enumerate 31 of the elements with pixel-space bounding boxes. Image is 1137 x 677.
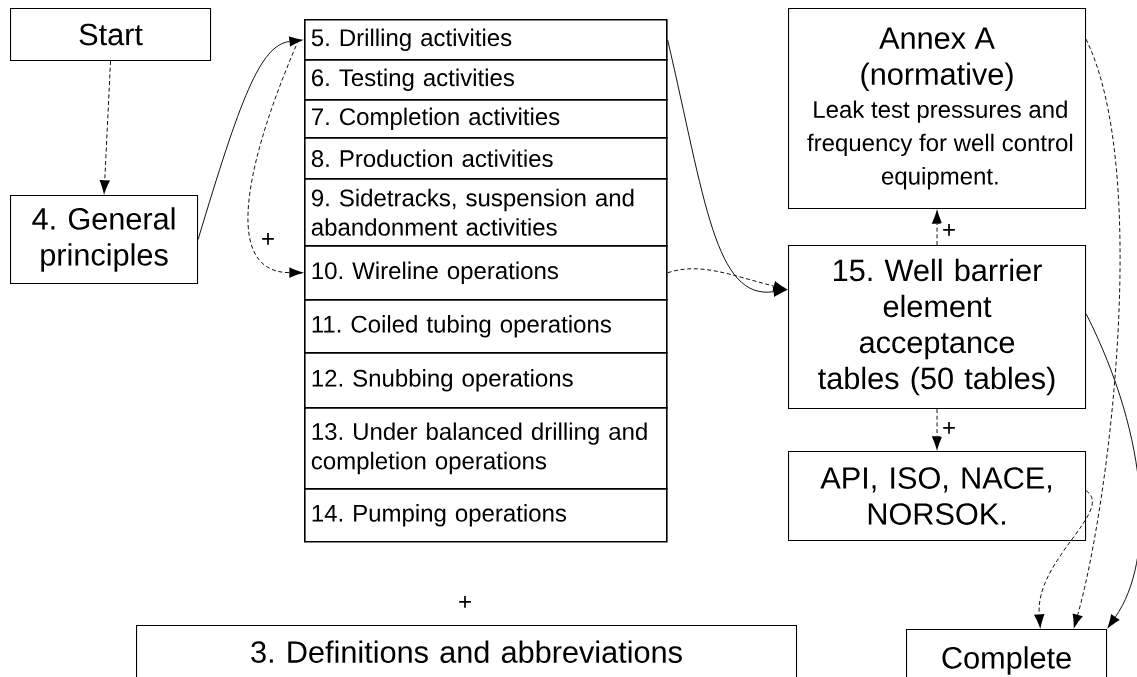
arrow <box>931 408 943 451</box>
table-row: 11. Coiled tubing operations <box>304 299 668 354</box>
plus-sign: + <box>459 596 471 608</box>
arrow <box>667 268 788 292</box>
arrow <box>99 60 111 195</box>
arrow <box>931 209 943 246</box>
table-row: 8. Production activities <box>304 137 668 180</box>
terminal-box: Start <box>10 8 212 62</box>
annex-box: Annex A (normative) Leak test pressures and frequency for well control equipment. <box>788 8 1087 210</box>
edge-label: + <box>940 222 958 240</box>
process-box: API, ISO, NACE, NORSOK. <box>788 451 1087 542</box>
table-row: 5. Drilling activities <box>304 19 668 61</box>
edge-label: + <box>259 231 277 249</box>
terminal-box: Complete <box>906 629 1108 677</box>
process-box: 4. General principles <box>10 195 199 285</box>
table-row: 12. Snubbing operations <box>304 352 668 409</box>
arrow <box>1072 38 1121 629</box>
table-row: 14. Pumping operations <box>304 488 668 543</box>
process-box: 3. Definitions and abbreviations <box>136 625 798 677</box>
arrow <box>667 39 788 298</box>
arrow <box>1033 490 1093 629</box>
arrow <box>1085 313 1137 629</box>
table-row: 10. Wireline operations <box>304 245 668 301</box>
process-box: 15. Well barrier element acceptance tables (50 tables) <box>788 245 1087 410</box>
arrow <box>247 39 304 278</box>
table-row: 7. Completion activities <box>304 99 668 139</box>
edge-label: + <box>940 420 958 438</box>
table-row: 6. Testing activities <box>304 59 668 101</box>
table-row: 13. Under balanced drilling and completion operations <box>304 407 668 490</box>
table-row: 9. Sidetracks, suspension and abandonment activities <box>304 178 668 247</box>
arrow <box>197 36 304 240</box>
